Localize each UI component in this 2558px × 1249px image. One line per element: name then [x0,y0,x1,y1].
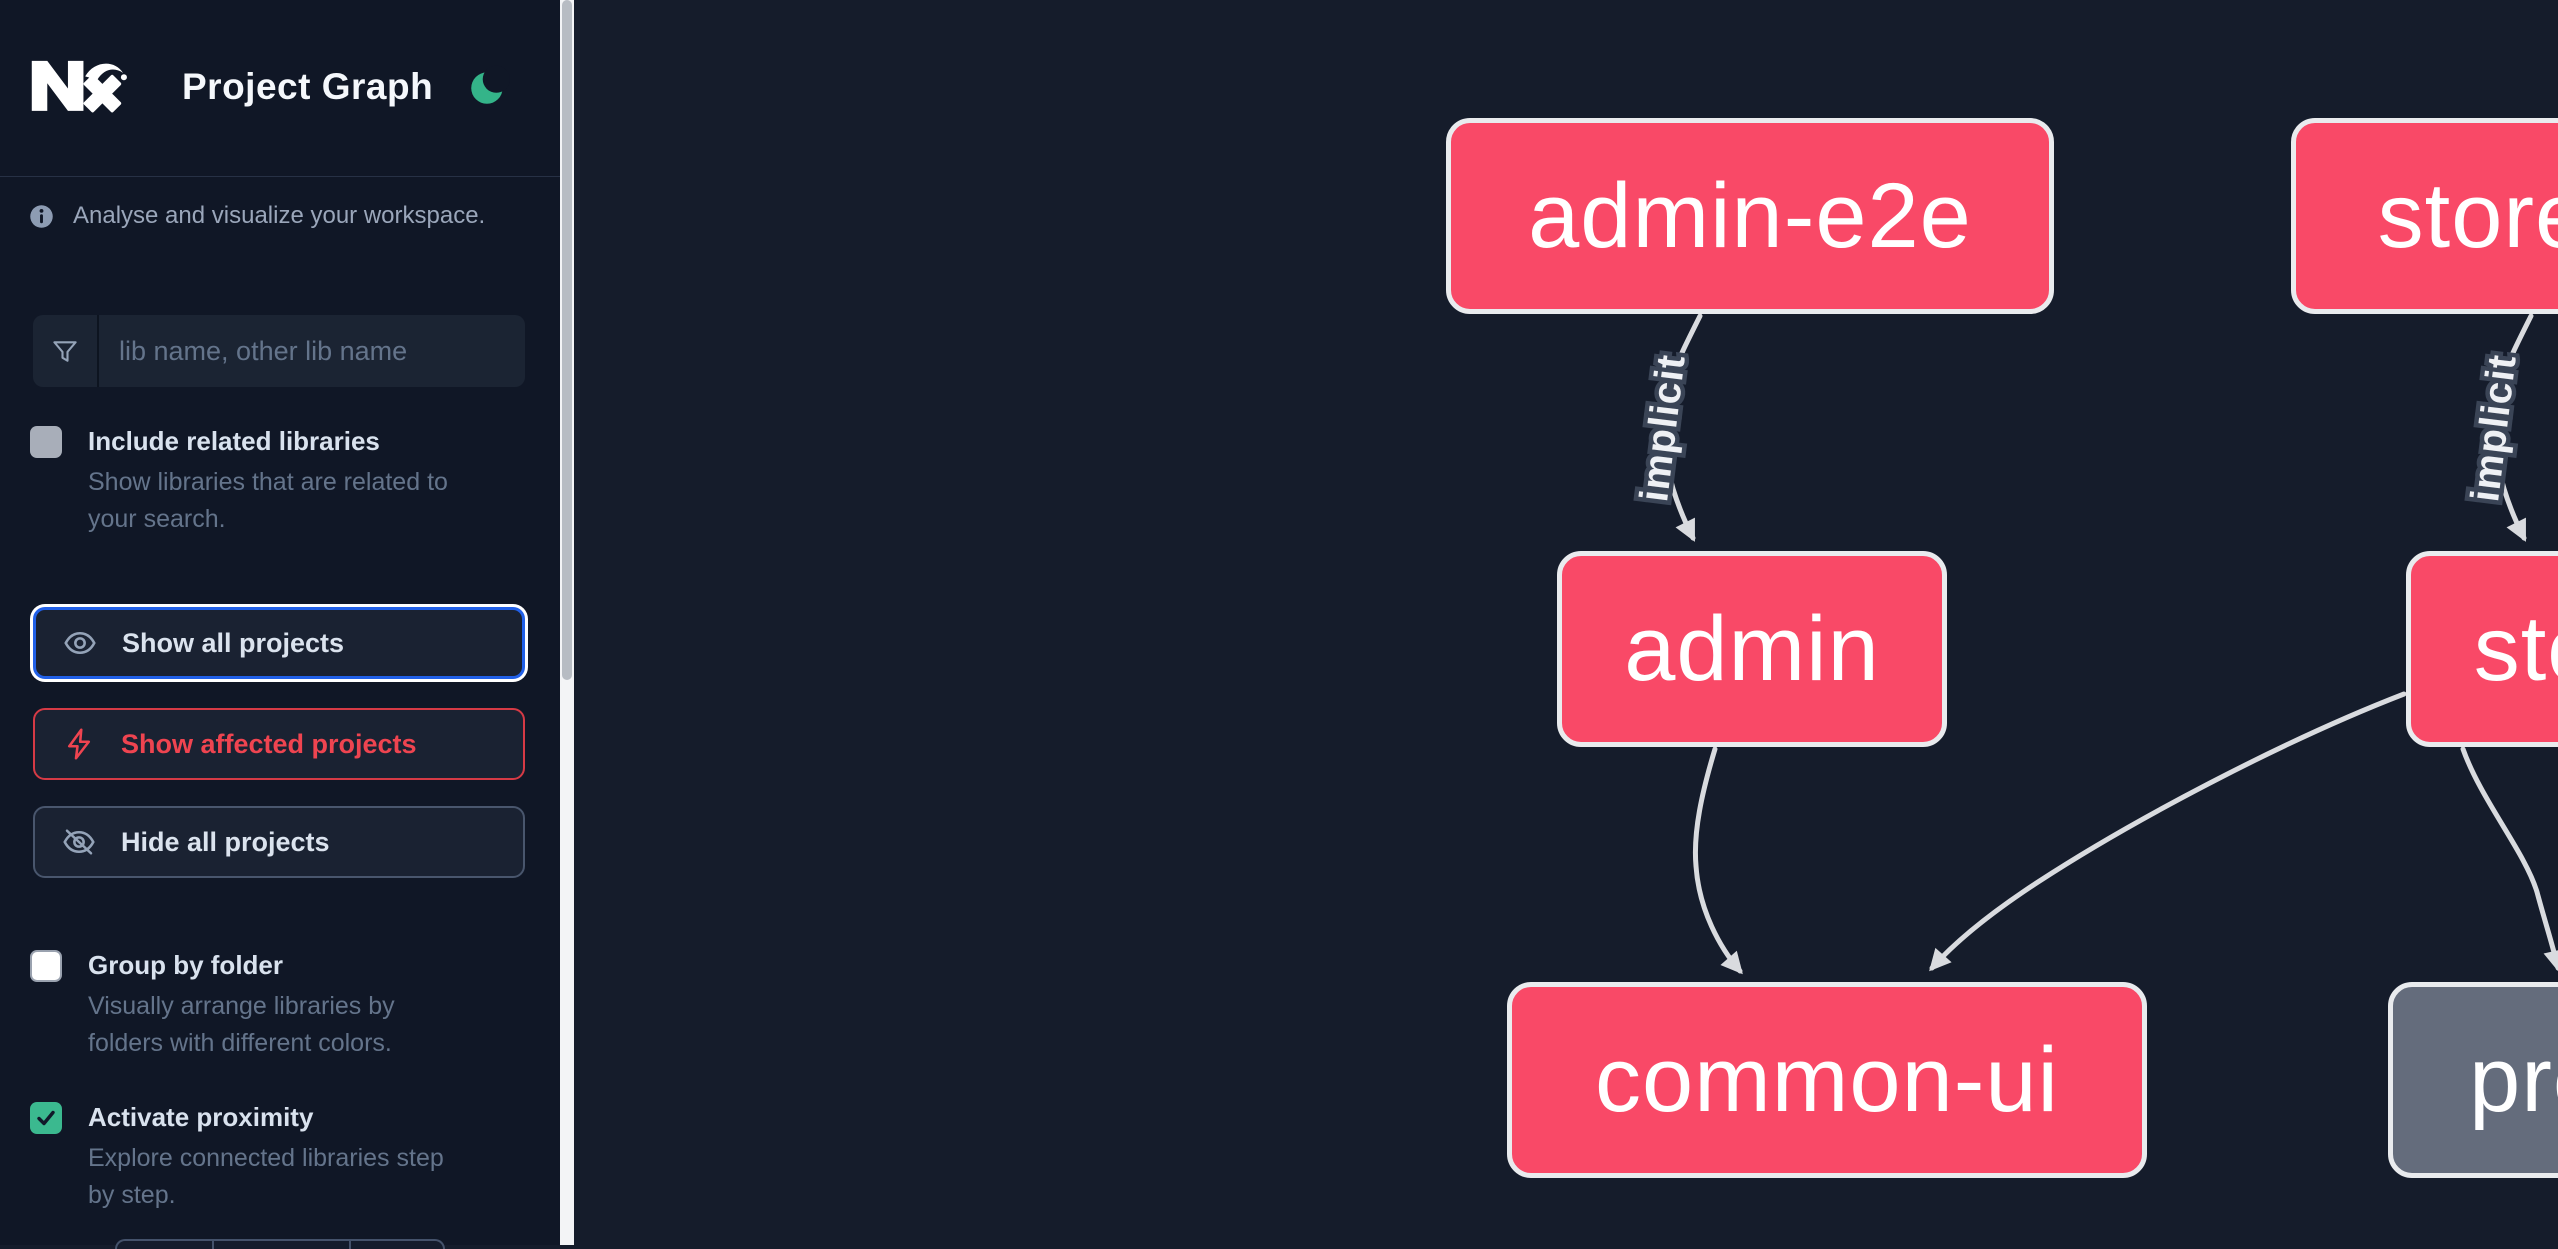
edge-store-to-common-ui [1929,691,2407,972]
checkbox-group-by-folder[interactable] [30,950,62,982]
show-all-projects-button[interactable]: Show all projects [33,607,525,679]
nx-logo-icon [28,54,132,121]
option-activate-proximity: Activate proximity Explore connected lib… [30,1100,500,1214]
graph-nodes-layer: admin-e2e store-e2e admin store common-ui pro… [574,0,2558,1245]
bolt-icon [61,726,97,762]
moon-icon [466,63,514,109]
option-label: Activate proximity [88,1102,314,1132]
graph-node-store[interactable]: store [2406,551,2558,747]
option-description: Explore connected libraries step by step… [88,1144,444,1209]
page-title: Project Graph [182,66,434,107]
option-group-by-folder: Group by folder Visually arrange librari… [30,948,500,1062]
option-include-related: Include related libraries Show libraries… [30,424,500,538]
graph-node-products[interactable]: products [2388,982,2558,1178]
graph-node-common-ui[interactable]: common-ui [1507,982,2147,1178]
workspace-info: Analyse and visualize your workspace. [28,202,485,230]
scrollbar-thumb[interactable] [562,0,572,680]
graph-node-admin[interactable]: admin [1557,551,1947,747]
edge-store-to-products [2460,746,2558,973]
proximity-stepper-sliver[interactable] [115,1239,445,1249]
checkbox-activate-proximity[interactable] [30,1102,62,1134]
graph-edges: implicit implicit [1628,313,2558,975]
sidebar: Project Graph Analyse and visualize your… [0,0,560,1249]
workspace-tagline: Analyse and visualize your workspace. [73,202,486,229]
edge-store-e2e-to-store [2491,313,2534,542]
theme-toggle-button[interactable] [466,62,514,110]
sidebar-scrollbar [560,0,574,1245]
hide-all-projects-button[interactable]: Hide all projects [33,806,525,878]
button-label: Show all projects [122,627,345,658]
option-label: Group by folder [88,950,283,980]
filter-funnel-icon [33,315,99,387]
search-box [33,315,525,387]
option-description: Visually arrange libraries by folders wi… [88,992,395,1057]
checkbox-include-related[interactable] [30,426,62,458]
button-label: Show affected projects [121,728,417,759]
edge-label-store-e2e-to-store: implicit [2463,352,2525,504]
graph-node-store-e2e[interactable]: store-e2e [2291,118,2558,314]
edge-admin-to-common-ui [1692,746,1743,975]
graph-node-admin-e2e[interactable]: admin-e2e [1446,118,2054,314]
option-description: Show libraries that are related to your … [88,468,448,533]
show-affected-projects-button[interactable]: Show affected projects [33,708,525,780]
eye-slash-icon [61,824,97,860]
info-icon [28,203,55,230]
edge-label-admin-e2e-to-admin: implicit [1632,352,1694,504]
eye-icon [62,625,98,661]
option-label: Include related libraries [88,426,380,456]
edge-admin-e2e-to-admin [1660,313,1703,542]
search-input[interactable] [99,315,525,387]
header-divider [0,176,560,177]
button-label: Hide all projects [121,826,330,857]
